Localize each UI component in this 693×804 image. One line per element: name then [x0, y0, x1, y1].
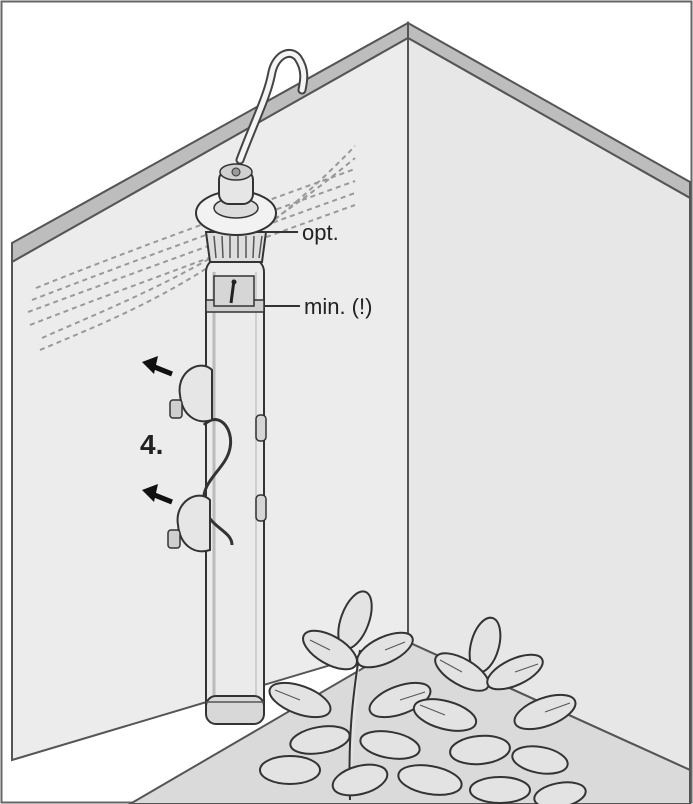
water-ripple-icon	[27, 145, 356, 351]
arrow-icon	[142, 356, 173, 377]
suction-cup-icon	[167, 494, 211, 553]
label-opt: opt.	[302, 220, 339, 245]
plant-leaf-veins	[274, 639, 571, 716]
plant-icon	[259, 590, 587, 804]
suction-holder-clip	[202, 418, 234, 546]
heater-tube	[205, 257, 267, 725]
power-cable-fill	[237, 51, 307, 163]
label-step: 4.	[140, 429, 163, 460]
label-min: min. (!)	[304, 294, 372, 319]
arrow-icon	[142, 484, 173, 505]
suction-cup-icon	[169, 364, 213, 423]
heater-control-head	[195, 163, 277, 263]
